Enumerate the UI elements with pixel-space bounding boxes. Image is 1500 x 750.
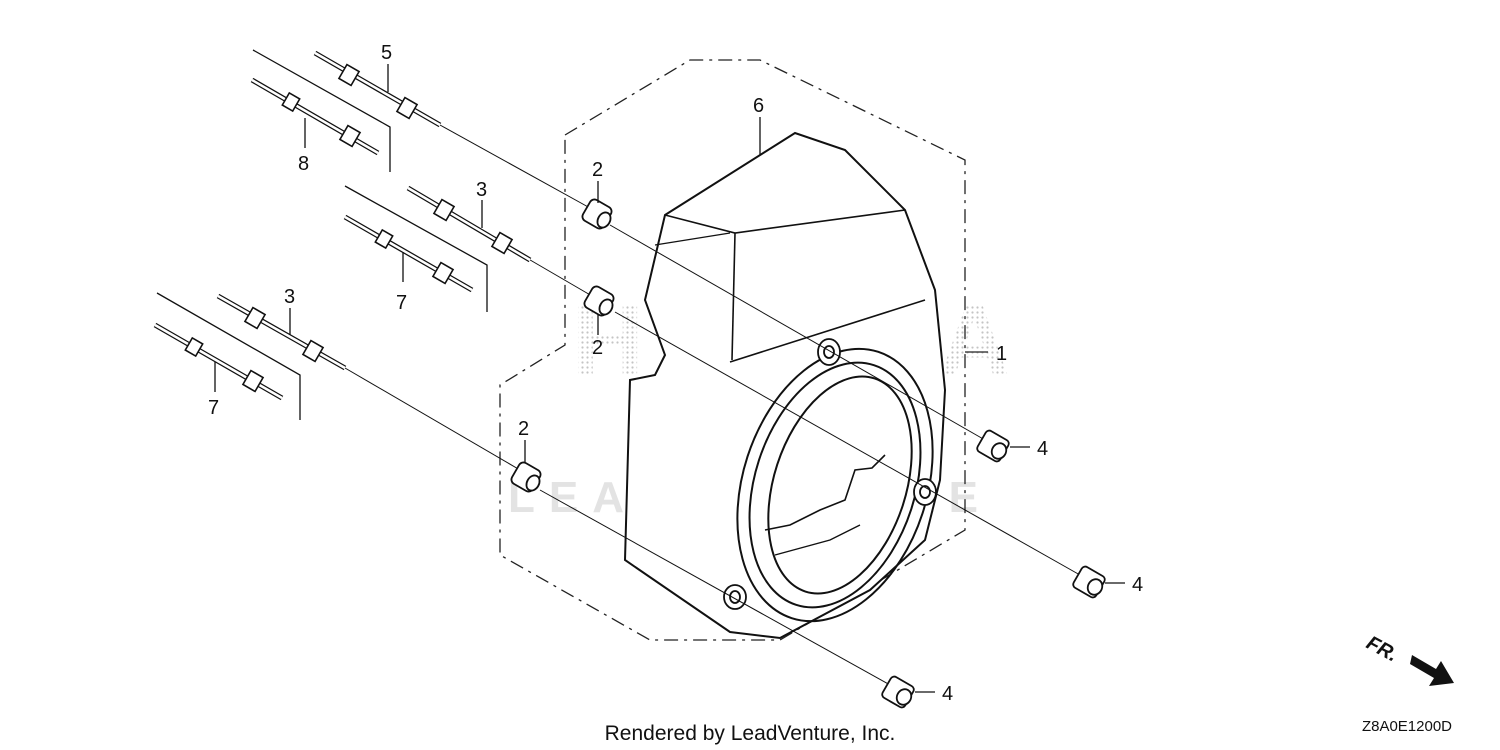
callout-7-upper: 7 bbox=[396, 292, 407, 314]
callout-3-lower: 3 bbox=[284, 286, 295, 308]
callout-stubs bbox=[214, 64, 1125, 693]
callout-4-middle: 4 bbox=[1132, 574, 1143, 596]
callout-7-lower: 7 bbox=[208, 397, 219, 419]
flange-nut-middle bbox=[1072, 565, 1106, 599]
callout-6: 6 bbox=[753, 95, 764, 117]
callout-4-lower: 4 bbox=[942, 683, 953, 705]
callout-8: 8 bbox=[298, 153, 309, 175]
callout-5: 5 bbox=[381, 42, 392, 64]
stud-bolt-5 bbox=[313, 50, 442, 128]
stud-guide-lines bbox=[156, 49, 488, 420]
flange-nuts bbox=[881, 429, 1106, 709]
stud-bolt-3-upper bbox=[406, 185, 532, 263]
fan-cover bbox=[623, 131, 947, 640]
front-arrow-icon bbox=[1410, 655, 1454, 686]
front-direction-label: FR. bbox=[1363, 632, 1402, 667]
stud-bolt-7-lower bbox=[153, 322, 284, 401]
collars bbox=[510, 198, 615, 493]
stud-bolts bbox=[153, 50, 532, 401]
flange-nut-upper bbox=[976, 429, 1010, 463]
front-direction-marker: FR. bbox=[1363, 632, 1454, 686]
stud-bolt-8 bbox=[250, 77, 380, 156]
callout-2-upper: 2 bbox=[592, 159, 603, 181]
fan-cover-opening bbox=[736, 347, 934, 623]
callout-4-upper: 4 bbox=[1037, 438, 1048, 460]
collar-middle bbox=[583, 285, 615, 317]
callout-1: 1 bbox=[996, 343, 1007, 365]
callout-2-lower: 2 bbox=[518, 418, 529, 440]
stud-bolt-3-lower bbox=[216, 293, 347, 371]
callout-labels: 1 2 2 2 3 3 4 4 4 5 6 7 7 8 bbox=[208, 42, 1143, 705]
stud-bolt-7-upper bbox=[343, 214, 474, 293]
collar-lower bbox=[510, 461, 542, 493]
leader-lines bbox=[344, 124, 1081, 686]
rendered-by-credit: Rendered by LeadVenture, Inc. bbox=[605, 722, 896, 745]
collar-upper bbox=[581, 198, 613, 230]
callout-3-upper: 3 bbox=[476, 179, 487, 201]
flange-nut-lower bbox=[881, 675, 915, 709]
diagram-code: Z8A0E1200D bbox=[1362, 718, 1452, 735]
callout-2-middle: 2 bbox=[592, 337, 603, 359]
